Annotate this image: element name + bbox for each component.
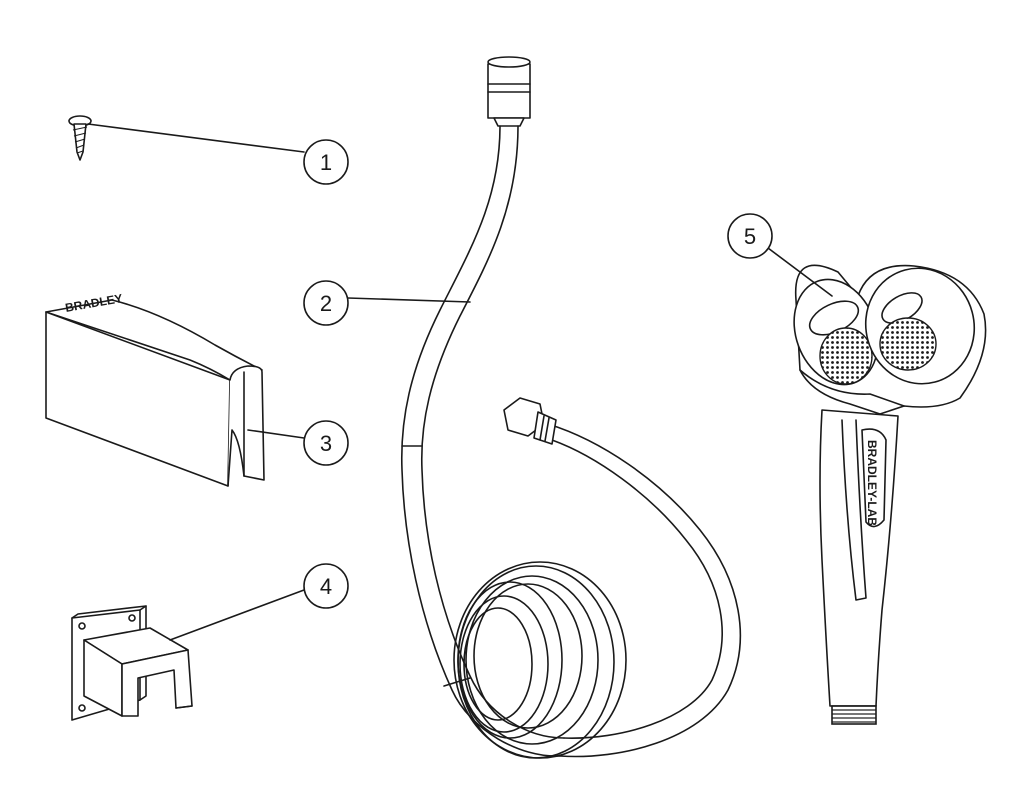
eyewash-head-part: BRADLEY-LAB: [793, 264, 987, 725]
hose-part: [400, 56, 742, 759]
callout-4-number: 4: [320, 574, 332, 599]
callout-2-number: 2: [320, 291, 332, 316]
callout-1: 1: [303, 139, 349, 185]
wall-bracket-part: [71, 605, 193, 721]
leader-lines: [87, 123, 833, 641]
handle-brand-text: BRADLEY-LAB: [865, 440, 879, 526]
callout-4: 4: [303, 563, 349, 609]
callout-5-number: 5: [744, 224, 756, 249]
callout-3: 3: [303, 420, 349, 466]
screw-part: [68, 115, 92, 161]
callout-5: 5: [727, 213, 773, 259]
holder-cover-part: BRADLEY: [45, 291, 265, 487]
callout-2: 2: [303, 280, 349, 326]
callout-3-number: 3: [320, 431, 332, 456]
callout-1-number: 1: [320, 150, 332, 175]
